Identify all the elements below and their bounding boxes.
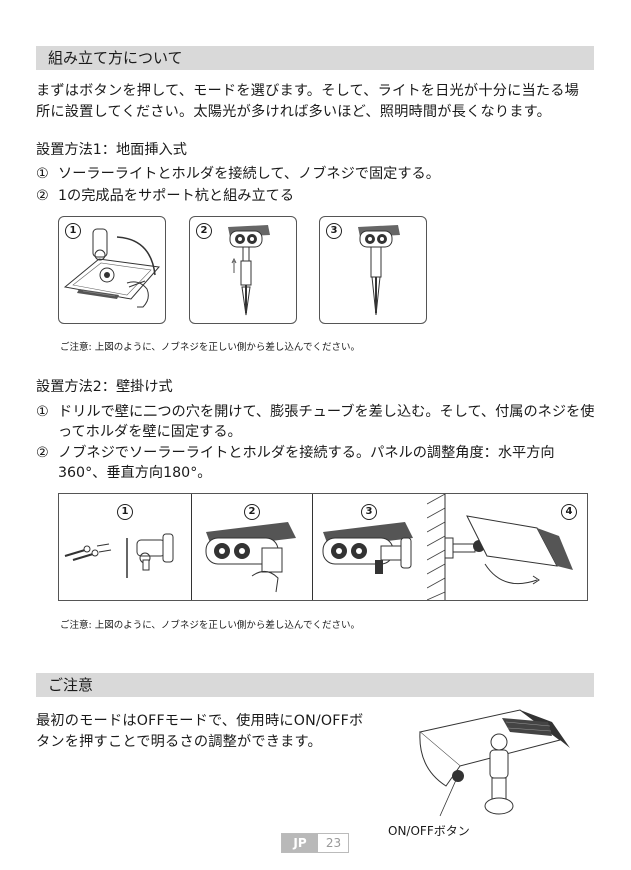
method1-heading: 設置方法1：地面挿入式 [36, 142, 187, 158]
figure-number-badge: 2 [244, 504, 260, 520]
figure-assembled-wall: 3 [315, 494, 425, 600]
step-number: ② [36, 188, 49, 204]
page-number-value: 23 [325, 836, 342, 850]
method2-step-2: ② ノブネジでソーラーライトとホルダを接続する。パネルの調整角度：水平方向 [36, 443, 555, 464]
figure-number-badge: 4 [561, 504, 577, 520]
intro-line-2: 所に設置してください。太陽光が多ければ多いほど、照明時間が長くなります。 [36, 104, 551, 120]
light-on-stake-illustration [228, 225, 270, 316]
method1-step-1: ① ソーラーライトとホルダを接続して、ノブネジで固定する。 [36, 164, 440, 185]
figure-attach-light: 2 [191, 494, 313, 600]
notice-line-1: 最初のモードはOFFモードで、使用時にON/OFFボ [36, 713, 364, 729]
page-number: JP 23 [281, 833, 349, 853]
step-number: ② [36, 445, 49, 461]
figure-mount-holder: 1 [58, 216, 166, 324]
figure-number-badge: 1 [65, 223, 81, 239]
light-holder-illustration [63, 228, 160, 308]
method1-note: ご注意: 上図のように、ノブネジを正しい側から差し込んでください。 [60, 342, 360, 353]
section-title-assembly: 組み立て方について [36, 46, 594, 70]
figure-wall-screws: 1 [59, 494, 189, 600]
step-text: ノブネジでソーラーライトとホルダを接続する。パネルの調整角度：水平方向 [58, 445, 555, 461]
method2-step-1: ① ドリルで壁に二つの穴を開けて、膨張チューブを差し込む。そして、付属のネジを使 [36, 402, 594, 423]
assembled-light-illustration [358, 225, 400, 316]
section-title-notice: ご注意 [36, 673, 594, 697]
method2-step-2-cont: 360°、垂直方向180°。 [58, 465, 212, 481]
screws-and-holder-illustration [64, 533, 174, 578]
intro-line-1: まずはボタンを押して、モードを選びます。そして、ライトを日光が十分に当たる場 [36, 83, 580, 99]
figure-number-badge: 3 [326, 223, 342, 239]
on-off-button-label: ON/OFFボタン [388, 824, 470, 838]
light-attach-illustration [205, 522, 296, 593]
figure-number-badge: 2 [196, 223, 212, 239]
step-number: ① [36, 404, 49, 420]
method1-step-2: ② 1の完成品をサポート杭と組み立てる [36, 186, 294, 207]
assembled-wall-light-illustration [322, 522, 413, 574]
method2-step-1-cont: ってホルダを壁に固定する。 [58, 424, 242, 440]
step-text: ドリルで壁に二つの穴を開けて、膨張チューブを差し込む。そして、付属のネジを使 [58, 404, 595, 420]
figure-finished-stake: 3 [319, 216, 427, 324]
figure-number-badge: 3 [361, 504, 377, 520]
step-text: ソーラーライトとホルダを接続して、ノブネジで固定する。 [58, 166, 440, 182]
method2-heading: 設置方法2：壁掛け式 [36, 379, 173, 395]
language-tag: JP [282, 834, 318, 852]
figure-attach-stake: 2 [189, 216, 297, 324]
method2-note: ご注意: 上図のように、ノブネジを正しい側から差し込んでください。 [60, 620, 360, 631]
step-number: ① [36, 166, 49, 182]
step-text: 1の完成品をサポート杭と組み立てる [58, 188, 295, 204]
wall-mount-figure-strip: 1 2 3 [58, 493, 588, 601]
wall-hatch-and-angle-illustration [426, 493, 573, 601]
figure-adjust-angle: 4 [426, 493, 587, 601]
figure-number-badge: 1 [117, 504, 133, 520]
notice-line-2: タンを押すことで明るさの調整ができます。 [36, 734, 322, 750]
light-button-illustration [418, 709, 570, 817]
